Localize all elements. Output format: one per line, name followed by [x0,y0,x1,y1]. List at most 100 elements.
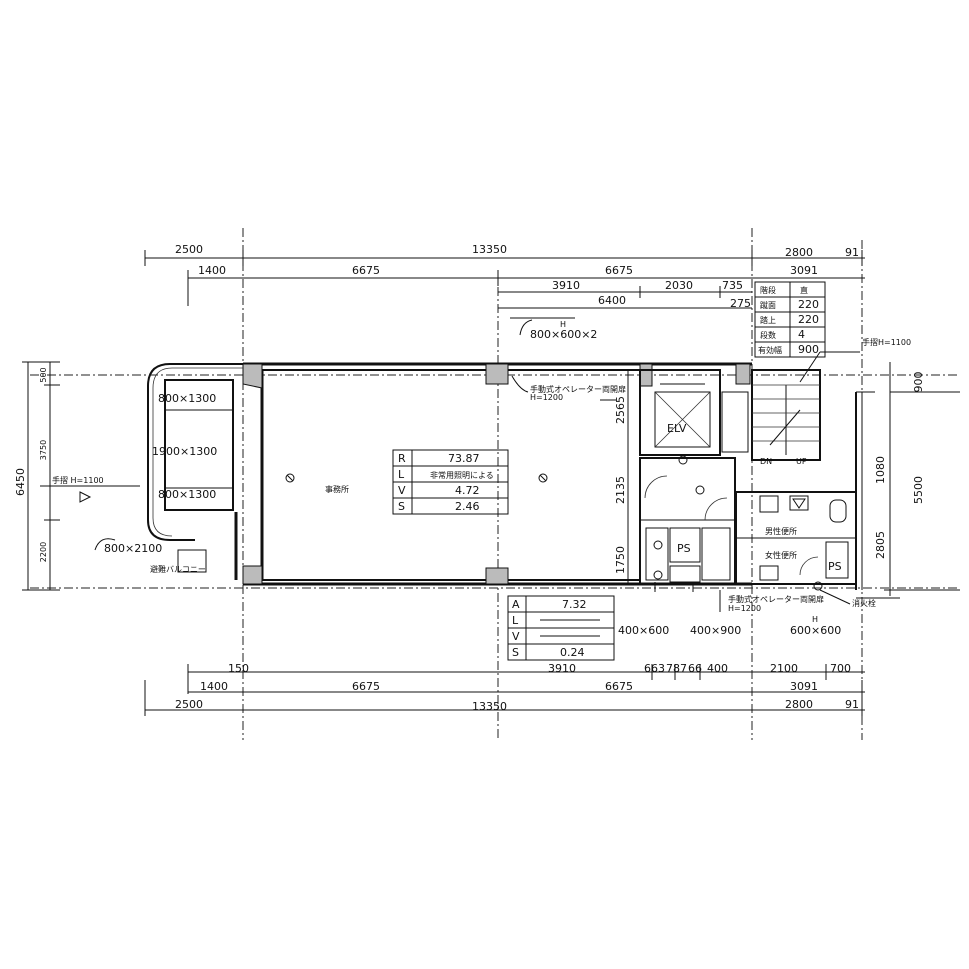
dim-right-5500: 5500 [912,476,925,504]
stair-spec-table: 階段 直 蹴面 220 踏上 220 段数 4 有効幅 900 [754,281,826,358]
dim-bot-150: 150 [228,662,249,675]
dim-right-2805: 2805 [874,531,887,559]
dim-bot-91: 91 [845,698,859,711]
main-table-k3: S [398,500,405,513]
stair-table-v3: 4 [798,328,805,341]
top-opening-h: H [560,320,566,329]
stair-up-label: UP [796,457,807,466]
center-vertical-dims: 2565 2135 1750 [614,370,629,584]
dim-right-1080: 1080 [874,456,887,484]
stair-table-k2: 踏上 [760,315,776,325]
stair-table-v4: 900 [798,343,819,356]
dim-top-2500: 2500 [175,243,203,256]
main-table-v2: 4.72 [455,484,480,497]
bottom-table-v3: 0.24 [560,646,585,659]
office-label: 事務所 [325,484,349,494]
dim-bot-663: 663 [644,662,665,675]
dim-bot-400: 400 [707,662,728,675]
dim-bot-3910: 3910 [548,662,576,675]
stair-table-k3: 段数 [760,330,776,340]
dim-bot-66: 66 [688,662,702,675]
top-dimensions: 2500 13350 2800 91 1400 6675 6675 3091 3… [144,243,865,310]
bottom-table-k0: A [512,598,520,611]
main-table-v3: 2.46 [455,500,480,513]
ps-label-1: PS [677,542,691,555]
bottom-table-k2: V [512,630,520,643]
window-800x1300-bottom: 800×1300 [158,488,216,501]
grid-lines [30,228,960,740]
main-table-v1: 非常用照明による [430,470,494,480]
stair-table-v1: 220 [798,298,819,311]
mens-toilet-label: 男性便所 [765,526,797,536]
ps-label-2: PS [828,560,842,573]
dim-top-735: 735 [722,279,743,292]
main-table-v0: 73.87 [448,452,480,465]
bottom-dimensions: 150 3910 663 787 66 400 2100 700 1400 66… [144,662,865,716]
dim-bot-3091: 3091 [790,680,818,693]
dim-top-13350: 13350 [472,243,507,256]
dim-vert-2135: 2135 [614,476,627,504]
building-walls [234,362,752,586]
elevator-note-top: 手動式オペレーター両開扉 [530,384,626,394]
elv-label: ELV [667,422,687,435]
dim-bot-2500: 2500 [175,698,203,711]
dim-bot-2100: 2100 [770,662,798,675]
dim-top-1400: 1400 [198,264,226,277]
sink-triangle-icon [792,498,806,509]
dim-vert-1750: 1750 [614,546,627,574]
main-table-k1: L [398,468,405,481]
dim-bot-6675-a: 6675 [352,680,380,693]
elevator-note-bottom: 手動式オペレーター両開扉 [728,594,824,604]
elevator-note-bottom-h: H=1200 [728,604,761,613]
balcony: 800×1300 1900×1300 800×1300 手摺 H=1100 80… [40,363,243,574]
main-table-k2: V [398,484,406,497]
opening-bottom-h: H [812,615,818,624]
stair-table-k4: 有効幅 [758,345,782,355]
arrow-triangle-icon [79,491,92,503]
dim-left-500: 500 [39,367,48,382]
dim-top-6675-a: 6675 [352,264,380,277]
handrail-left-label: 手摺 H=1100 [52,475,104,485]
core-area: ELV PS DN UP 手摺H=1100 [639,337,911,585]
dim-top-2030: 2030 [665,279,693,292]
left-dimensions: 6450 500 3750 2200 [14,361,60,591]
dim-top-3910: 3910 [552,279,580,292]
elevator-note-top-h: H=1200 [530,393,563,402]
dim-left-3750: 3750 [39,440,48,460]
bottom-table-k3: S [512,646,519,659]
stair-dn-label: DN [760,457,772,466]
office-room: 事務所 R 73.87 L 非常用照明による V 4.72 S 2.46 [285,449,548,515]
dim-bot-6675-b: 6675 [605,680,633,693]
stair-table-k0: 階段 [760,285,776,295]
dim-left-2200: 2200 [39,542,48,562]
door-800x2100-label: 800×2100 [104,542,162,555]
main-table-k0: R [398,452,406,465]
bottom-table-v0: 7.32 [562,598,587,611]
window-1900x1300: 1900×1300 [152,445,217,458]
opening-400x900: 400×900 [690,624,741,637]
handrail-right-label: 手摺H=1100 [862,337,911,347]
womens-toilet-label: 女性便所 [765,550,797,560]
dim-bot-2800: 2800 [785,698,813,711]
bottom-table-k1: L [512,614,519,627]
dim-bot-787: 787 [666,662,687,675]
toilet-area: 男性便所 女性便所 PS [735,491,857,591]
dim-left-6450: 6450 [14,468,27,496]
top-opening-size: 800×600×2 [530,328,597,341]
hydrant-label: 消火栓 [852,598,876,608]
dim-bot-13350: 13350 [472,700,507,713]
dim-top-2800: 2800 [785,246,813,259]
dim-bot-700: 700 [830,662,851,675]
stair-table-k1: 蹴面 [760,300,776,310]
right-side: 900 1080 2805 5500 [855,362,960,599]
opening-600x600: 600×600 [790,624,841,637]
dim-top-6400: 6400 [598,294,626,307]
dim-bot-1400: 1400 [200,680,228,693]
dim-top-91: 91 [845,246,859,259]
dim-top-6675-b: 6675 [605,264,633,277]
dim-top-275: 275 [730,297,751,310]
dim-top-3091: 3091 [790,264,818,277]
opening-400x600: 400×600 [618,624,669,637]
balcony-label: 避難バルコニー [150,564,206,574]
